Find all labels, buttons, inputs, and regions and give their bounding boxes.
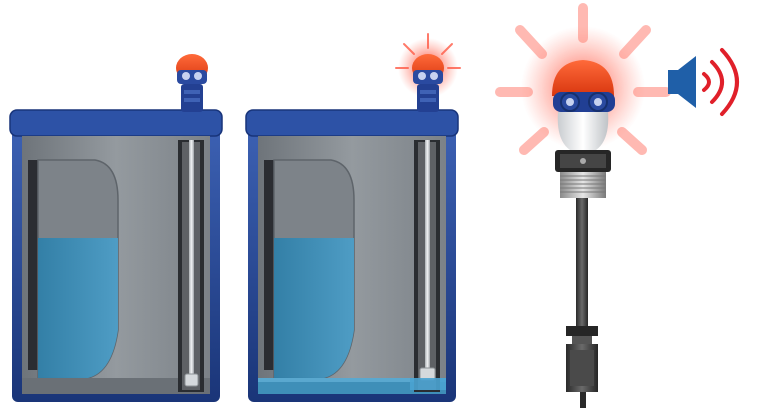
sensor-closeup [500, 8, 666, 408]
tank-lid [10, 110, 222, 136]
sensor-head-alarm [396, 34, 460, 112]
water [38, 238, 118, 378]
tank-normal [10, 110, 222, 402]
sensor-stem [576, 198, 588, 326]
probe-rod [189, 140, 194, 380]
tank-lid [246, 110, 458, 136]
speaker-sound-icon [668, 50, 737, 114]
sensor-body [558, 112, 609, 150]
tank-alarm [246, 110, 458, 402]
probe-rod [425, 140, 430, 376]
probe-float [185, 374, 198, 386]
sensor-head-normal [176, 54, 208, 112]
water [274, 238, 354, 378]
